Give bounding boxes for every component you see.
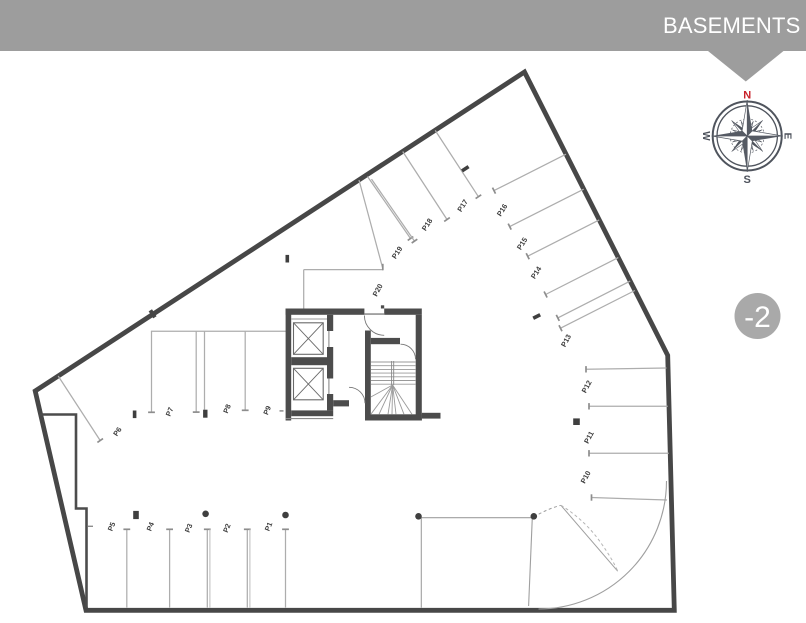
svg-text:P18: P18 [420,217,435,233]
svg-text:P3: P3 [183,522,195,534]
svg-text:N: N [743,90,751,102]
svg-text:P6: P6 [111,425,123,437]
svg-text:P11: P11 [582,430,596,445]
svg-text:BASEMENTS: BASEMENTS [663,13,801,38]
svg-text:P5: P5 [106,521,118,533]
svg-text:-2: -2 [744,301,771,334]
svg-text:P8: P8 [221,403,233,415]
svg-text:P15: P15 [515,236,530,252]
svg-text:E: E [782,133,793,140]
svg-text:P7: P7 [164,406,176,418]
svg-text:P20: P20 [371,282,385,298]
svg-text:P2: P2 [221,522,233,534]
svg-text:P13: P13 [559,333,573,349]
svg-text:P10: P10 [579,469,593,485]
svg-text:P12: P12 [580,379,594,395]
svg-text:S: S [744,174,751,186]
svg-text:P14: P14 [529,264,544,281]
svg-text:P9: P9 [261,405,273,417]
svg-text:P19: P19 [390,245,405,261]
svg-text:W: W [700,131,711,141]
svg-text:P4: P4 [144,520,156,533]
svg-text:P16: P16 [495,202,510,218]
svg-text:P17: P17 [455,198,470,214]
svg-text:P1: P1 [263,521,275,533]
